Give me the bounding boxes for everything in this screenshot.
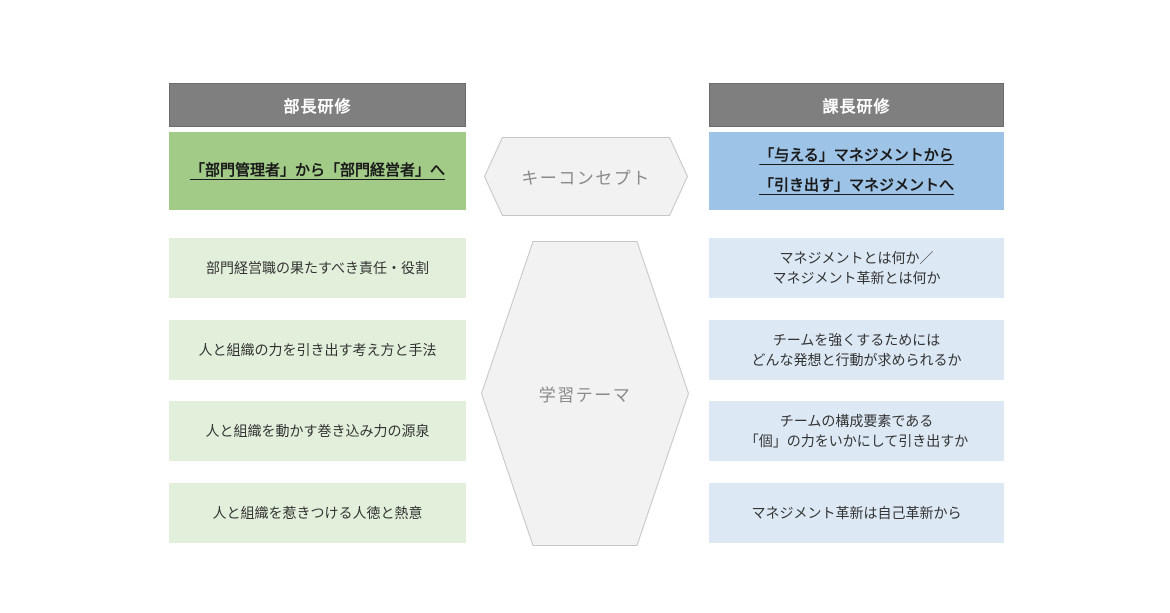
- director-theme-item-1-text: 部門経営職の果たすべき責任・役割: [205, 260, 430, 276]
- director-theme-item-4: 人と組織を惹きつける人徳と熱意: [169, 483, 466, 543]
- director-key-concept-text: 「部門管理者」から「部門経営者」へ: [189, 162, 445, 179]
- section-chief-theme-item-2: チームを強くするためには どんな発想と行動が求められるか: [709, 320, 1004, 380]
- section-chief-theme-item-1-text: マネジメントとは何か／ マネジメント革新とは何か: [772, 250, 941, 286]
- section-chief-training-header: 課長研修: [709, 83, 1004, 127]
- section-chief-training-header-label: 課長研修: [822, 99, 891, 116]
- director-training-header: 部長研修: [169, 83, 466, 127]
- learning-theme-hexagon-shape: [481, 241, 689, 546]
- key-concept-hexagon-shape: [484, 137, 688, 216]
- director-theme-item-2-text: 人と組織の力を引き出す考え方と手法: [198, 342, 437, 358]
- director-theme-item-3: 人と組織を動かす巻き込み力の源泉: [169, 401, 466, 461]
- section-chief-theme-item-4: マネジメント革新は自己革新から: [709, 483, 1004, 543]
- learning-theme-hexagon: [481, 241, 689, 546]
- section-chief-theme-item-2-text: チームを強くするためには どんな発想と行動が求められるか: [751, 332, 962, 368]
- director-theme-item-1: 部門経営職の果たすべき責任・役割: [169, 238, 466, 298]
- section-chief-key-concept-text: 「与える」マネジメントから 「引き出す」マネジメントへ: [758, 147, 954, 194]
- section-chief-theme-item-1: マネジメントとは何か／ マネジメント革新とは何か: [709, 238, 1004, 298]
- section-chief-theme-item-3-text: チームの構成要素である 「個」の力をいかにして引き出すか: [744, 413, 969, 449]
- director-theme-item-3-text: 人と組織を動かす巻き込み力の源泉: [205, 423, 430, 439]
- director-key-concept-box: 「部門管理者」から「部門経営者」へ: [169, 132, 466, 210]
- director-theme-item-4-text: 人と組織を惹きつける人徳と熱意: [212, 505, 423, 521]
- section-chief-key-concept-box: 「与える」マネジメントから 「引き出す」マネジメントへ: [709, 132, 1004, 210]
- section-chief-theme-item-4-text: マネジメント革新は自己革新から: [751, 505, 962, 521]
- section-chief-theme-item-3: チームの構成要素である 「個」の力をいかにして引き出すか: [709, 401, 1004, 461]
- director-training-header-label: 部長研修: [283, 99, 352, 116]
- director-theme-item-2: 人と組織の力を引き出す考え方と手法: [169, 320, 466, 380]
- key-concept-hexagon: [484, 137, 688, 216]
